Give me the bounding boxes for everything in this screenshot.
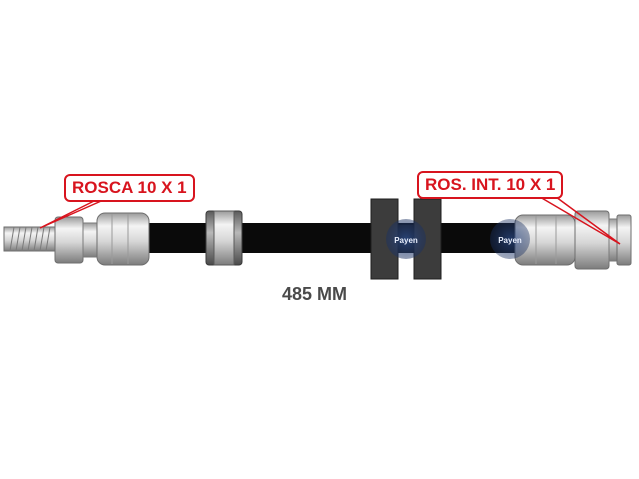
right-end-cap — [616, 214, 632, 266]
left-crimp — [96, 212, 150, 266]
payen-logo-2-text: Payen — [498, 236, 522, 245]
left-fitting — [3, 212, 150, 266]
payen-logo-2: Payen — [490, 219, 530, 259]
thread-callout-left: ROSCA 10 X 1 — [64, 174, 195, 202]
left-nut — [54, 216, 84, 264]
hose-collar — [205, 210, 243, 266]
payen-logo-1-text: Payen — [394, 236, 418, 245]
hose-length-label: 485 MM — [282, 284, 348, 304]
thread-callout-right: ROS. INT. 10 X 1 — [417, 171, 564, 199]
right-callout-pointer — [539, 196, 621, 245]
left-callout-pointer — [39, 197, 109, 229]
payen-logo-1: Payen — [386, 219, 426, 259]
